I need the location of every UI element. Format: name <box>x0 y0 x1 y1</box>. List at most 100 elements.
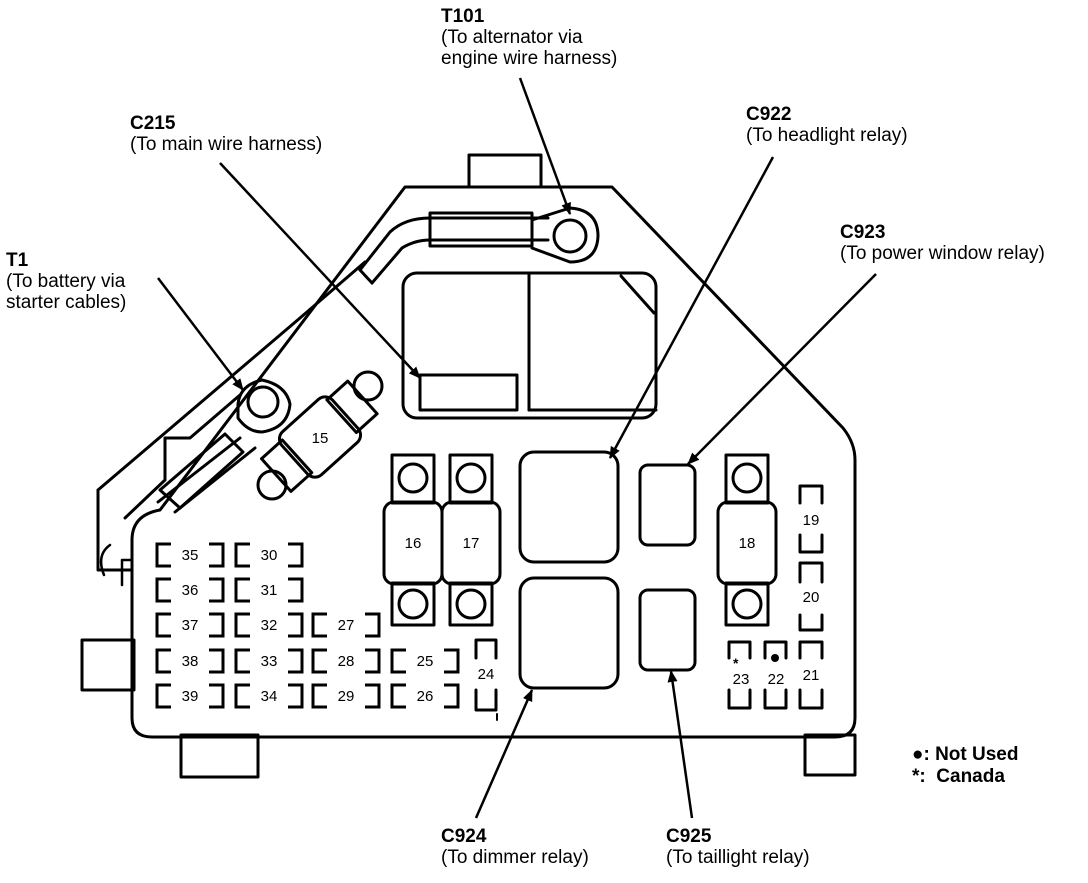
mini-fuse-socket-left <box>311 683 327 709</box>
alternator-ring-terminal <box>530 206 600 264</box>
callout-t1: T1 (To battery via starter cables) <box>6 250 126 313</box>
fuse-label-33: 33 <box>261 653 278 670</box>
mini-fuse-socket-left <box>311 648 327 674</box>
fuse-label-25: 25 <box>417 653 434 670</box>
legend-not-used: ●: Not Used <box>912 744 1018 766</box>
callout-c215-code: C215 <box>130 113 176 134</box>
fuse-label-27: 27 <box>338 617 355 634</box>
fuse-label-18: 18 <box>739 535 756 552</box>
legend-canada: *: Canada <box>912 766 1018 788</box>
callout-c924-code: C924 <box>441 826 487 847</box>
c923-relay-socket <box>638 463 697 547</box>
mini-fuse-socket-right <box>209 683 225 709</box>
mini-fuse-socket-left <box>234 648 250 674</box>
fuse-label-34: 34 <box>261 688 278 705</box>
mini-fuse-socket-right <box>209 612 225 638</box>
fuse-label-22: 22 <box>768 671 785 688</box>
mini-fuse-socket-right <box>288 648 304 674</box>
c925-relay-socket <box>638 588 697 672</box>
fuse-24-socket <box>474 638 498 712</box>
callout-c924-line1: (To dimmer relay) <box>441 847 589 868</box>
mini-fuse-socket-left <box>311 612 327 638</box>
fuse-15-bolt-bottom <box>256 469 288 501</box>
fuse-label-31: 31 <box>261 582 278 599</box>
fuse-label-16: 16 <box>405 535 422 552</box>
legend-canada-label: : Canada <box>919 766 1005 787</box>
alternator-terminal-bolt <box>552 218 588 254</box>
mini-fuse-socket-right <box>209 648 225 674</box>
fuse-label-15: 15 <box>312 430 329 447</box>
fuse-label-19: 19 <box>803 512 820 529</box>
bottom-left-mounting-tab <box>179 733 260 779</box>
callout-t1-code: T1 <box>6 250 29 271</box>
callout-c215-line1: (To main wire harness) <box>130 134 323 155</box>
mini-fuse-socket-left <box>234 577 250 603</box>
fuse-label-17: 17 <box>463 535 480 552</box>
callout-c922-line1: (To headlight relay) <box>746 125 908 146</box>
mini-fuse-socket-right <box>209 542 225 568</box>
mini-fuse-socket-right <box>209 577 225 603</box>
fuse-label-26: 26 <box>417 688 434 705</box>
fuse-19-socket <box>798 484 824 554</box>
c923-leader <box>687 273 877 465</box>
mini-fuse-socket-left <box>155 577 171 603</box>
c215-leader <box>219 162 421 379</box>
mini-fuse-socket-right <box>288 612 304 638</box>
callout-c922: C922 (To headlight relay) <box>746 104 908 146</box>
legend-canada-symbol: * <box>912 766 920 787</box>
fuse-label-21: 21 <box>803 667 820 684</box>
callout-c923-line1: (To power window relay) <box>840 243 1045 264</box>
fuse-label-20: 20 <box>803 589 820 606</box>
mini-fuse-socket-right <box>288 542 304 568</box>
mini-fuse-socket-right <box>288 577 304 603</box>
mini-fuse-socket-left <box>234 612 250 638</box>
mini-fuse-socket-left <box>234 683 250 709</box>
mini-fuse-socket-left <box>390 648 406 674</box>
fuse-label-24: 24 <box>478 666 495 683</box>
housing-left-flange-inner <box>123 393 242 520</box>
mini-fuse-socket-right <box>288 683 304 709</box>
callout-c924: C924 (To dimmer relay) <box>441 826 589 868</box>
mini-fuse-socket-right <box>365 683 381 709</box>
fuse-label-29: 29 <box>338 688 355 705</box>
t1-leader <box>157 277 244 391</box>
housing-left-flange <box>96 260 367 572</box>
callout-c925-code: C925 <box>666 826 712 847</box>
fuse-label-35: 35 <box>182 547 199 564</box>
fuse-21-socket <box>798 640 824 710</box>
fuse-label-39: 39 <box>182 688 199 705</box>
c924-leader <box>474 689 534 819</box>
c922-leader <box>608 156 775 459</box>
callout-c215: C215 (To main wire harness) <box>130 113 322 155</box>
battery-ring-terminal <box>236 378 292 434</box>
fuse-label-37: 37 <box>182 617 199 634</box>
mini-fuse-socket-right <box>444 648 460 674</box>
mini-fuse-socket-left <box>155 542 171 568</box>
fuse-label-32: 32 <box>261 617 278 634</box>
mini-fuse-socket-left <box>234 542 250 568</box>
callout-c925: C925 (To taillight relay) <box>666 826 810 868</box>
mini-fuse-socket-left <box>155 612 171 638</box>
fuse-label-30: 30 <box>261 547 278 564</box>
callout-t1-line1: (To battery via <box>6 271 126 292</box>
legend-not-used-label: : Not Used <box>923 744 1019 765</box>
mini-fuse-socket-right <box>365 612 381 638</box>
fuse-22-not-used-dot <box>771 654 779 662</box>
mini-fuse-socket-right <box>444 683 460 709</box>
alternator-terminal-sleeve <box>428 211 534 248</box>
fuse-label-36: 36 <box>182 582 199 599</box>
mini-fuse-socket-right <box>365 648 381 674</box>
c215-connector-slot <box>418 373 519 412</box>
fuse-18-body <box>716 500 778 586</box>
top-mounting-tab <box>467 153 543 189</box>
fuse-label-28: 28 <box>338 653 355 670</box>
fuse-22-socket <box>763 640 788 710</box>
t101-leader <box>518 77 572 215</box>
symbol-legend: ●: Not Used *: Canada <box>912 744 1018 788</box>
c922-relay-socket <box>518 450 620 564</box>
fuse-box-housing <box>130 185 857 739</box>
fuse-20-socket <box>798 561 824 632</box>
legend-not-used-symbol: ● <box>912 744 924 765</box>
